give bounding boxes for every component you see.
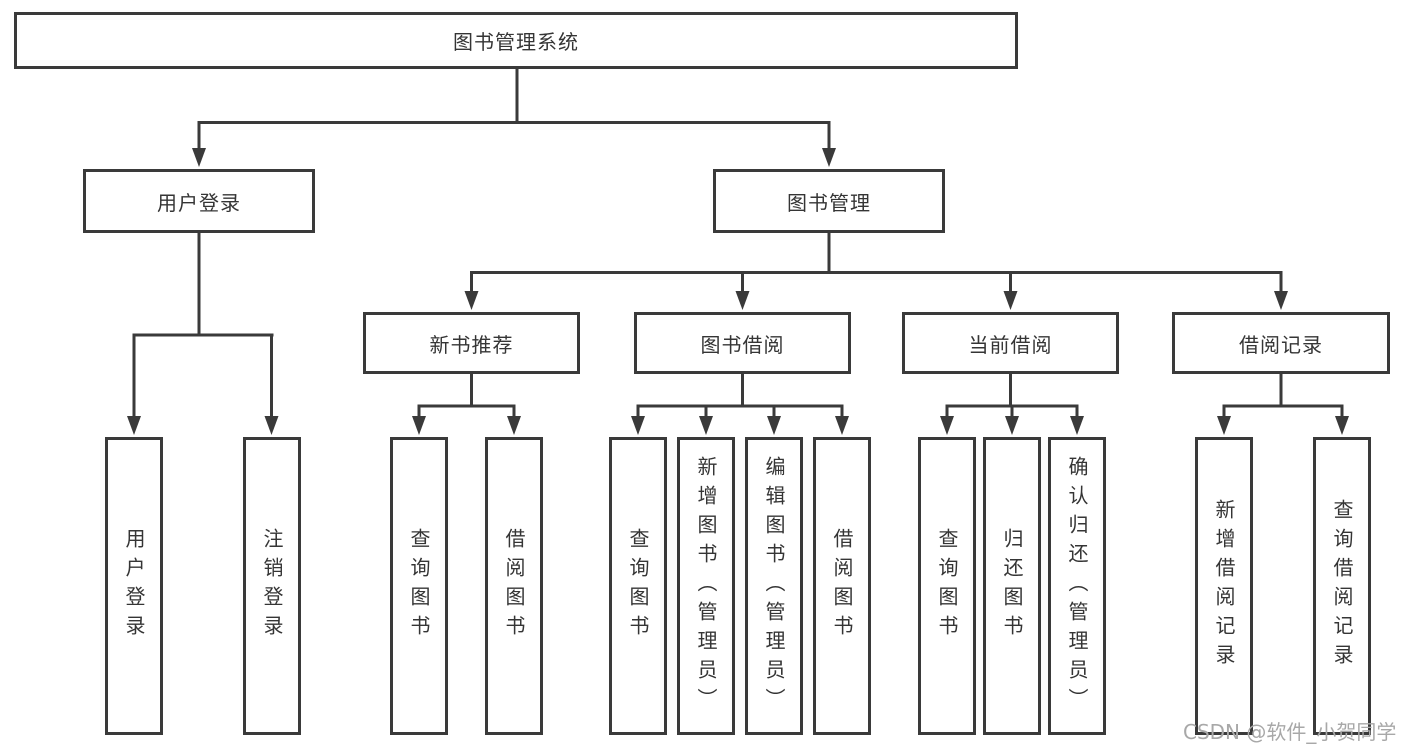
leaf-logout-label: 注销登录 <box>260 528 284 644</box>
node-user-login-label: 用户登录 <box>157 190 241 215</box>
leaf-query-books-recommend: 查询图书 <box>390 437 448 735</box>
leaf-return-books-label: 归还图书 <box>1000 528 1024 644</box>
leaf-query-books-current-label: 查询图书 <box>935 528 959 644</box>
leaf-user-login: 用户登录 <box>105 437 163 735</box>
leaf-query-books-recommend-label: 查询图书 <box>407 528 431 644</box>
node-book-borrowing: 图书借阅 <box>634 312 851 374</box>
leaf-query-borrow-record-label: 查询借阅记录 <box>1330 499 1354 673</box>
leaf-add-borrow-record-label: 新增借阅记录 <box>1212 499 1236 673</box>
leaf-query-books-current: 查询图书 <box>918 437 976 735</box>
node-root-label: 图书管理系统 <box>453 30 579 54</box>
node-new-book-recommendation-label: 新书推荐 <box>429 332 514 357</box>
leaf-edit-book-admin-label: 编辑图书（管理员） <box>762 455 786 717</box>
arrowheads <box>127 148 1349 435</box>
leaf-add-borrow-record: 新增借阅记录 <box>1195 437 1253 735</box>
leaf-borrow-books-recommend: 借阅图书 <box>485 437 543 735</box>
leaf-query-books-borrow: 查询图书 <box>609 437 667 735</box>
leaf-borrow-books-label: 借阅图书 <box>830 528 854 644</box>
leaf-logout: 注销登录 <box>243 437 301 735</box>
node-new-book-recommendation: 新书推荐 <box>363 312 580 374</box>
node-book-management: 图书管理 <box>713 169 945 233</box>
csdn-watermark: CSDN @软件_小贺同学 <box>1183 720 1397 744</box>
leaf-query-borrow-record: 查询借阅记录 <box>1313 437 1371 735</box>
node-book-borrowing-label: 图书借阅 <box>700 332 785 357</box>
node-borrowing-records-label: 借阅记录 <box>1239 332 1323 357</box>
node-root: 图书管理系统 <box>14 12 1018 69</box>
node-current-borrowing: 当前借阅 <box>902 312 1119 374</box>
leaf-add-book-admin-label: 新增图书（管理员） <box>694 455 718 717</box>
node-current-borrowing-label: 当前借阅 <box>968 332 1053 357</box>
leaf-borrow-books: 借阅图书 <box>813 437 871 735</box>
leaf-return-books: 归还图书 <box>983 437 1041 735</box>
node-user-login: 用户登录 <box>83 169 315 233</box>
leaf-add-book-admin: 新增图书（管理员） <box>677 437 735 735</box>
leaf-confirm-return-admin: 确认归还（管理员） <box>1048 437 1106 735</box>
node-borrowing-records: 借阅记录 <box>1172 312 1390 374</box>
leaf-confirm-return-admin-label: 确认归还（管理员） <box>1065 455 1089 717</box>
leaf-user-login-label: 用户登录 <box>122 528 146 644</box>
leaf-borrow-books-recommend-label: 借阅图书 <box>502 528 526 644</box>
leaf-edit-book-admin: 编辑图书（管理员） <box>745 437 803 735</box>
node-book-management-label: 图书管理 <box>787 190 871 215</box>
leaf-query-books-borrow-label: 查询图书 <box>626 528 650 644</box>
